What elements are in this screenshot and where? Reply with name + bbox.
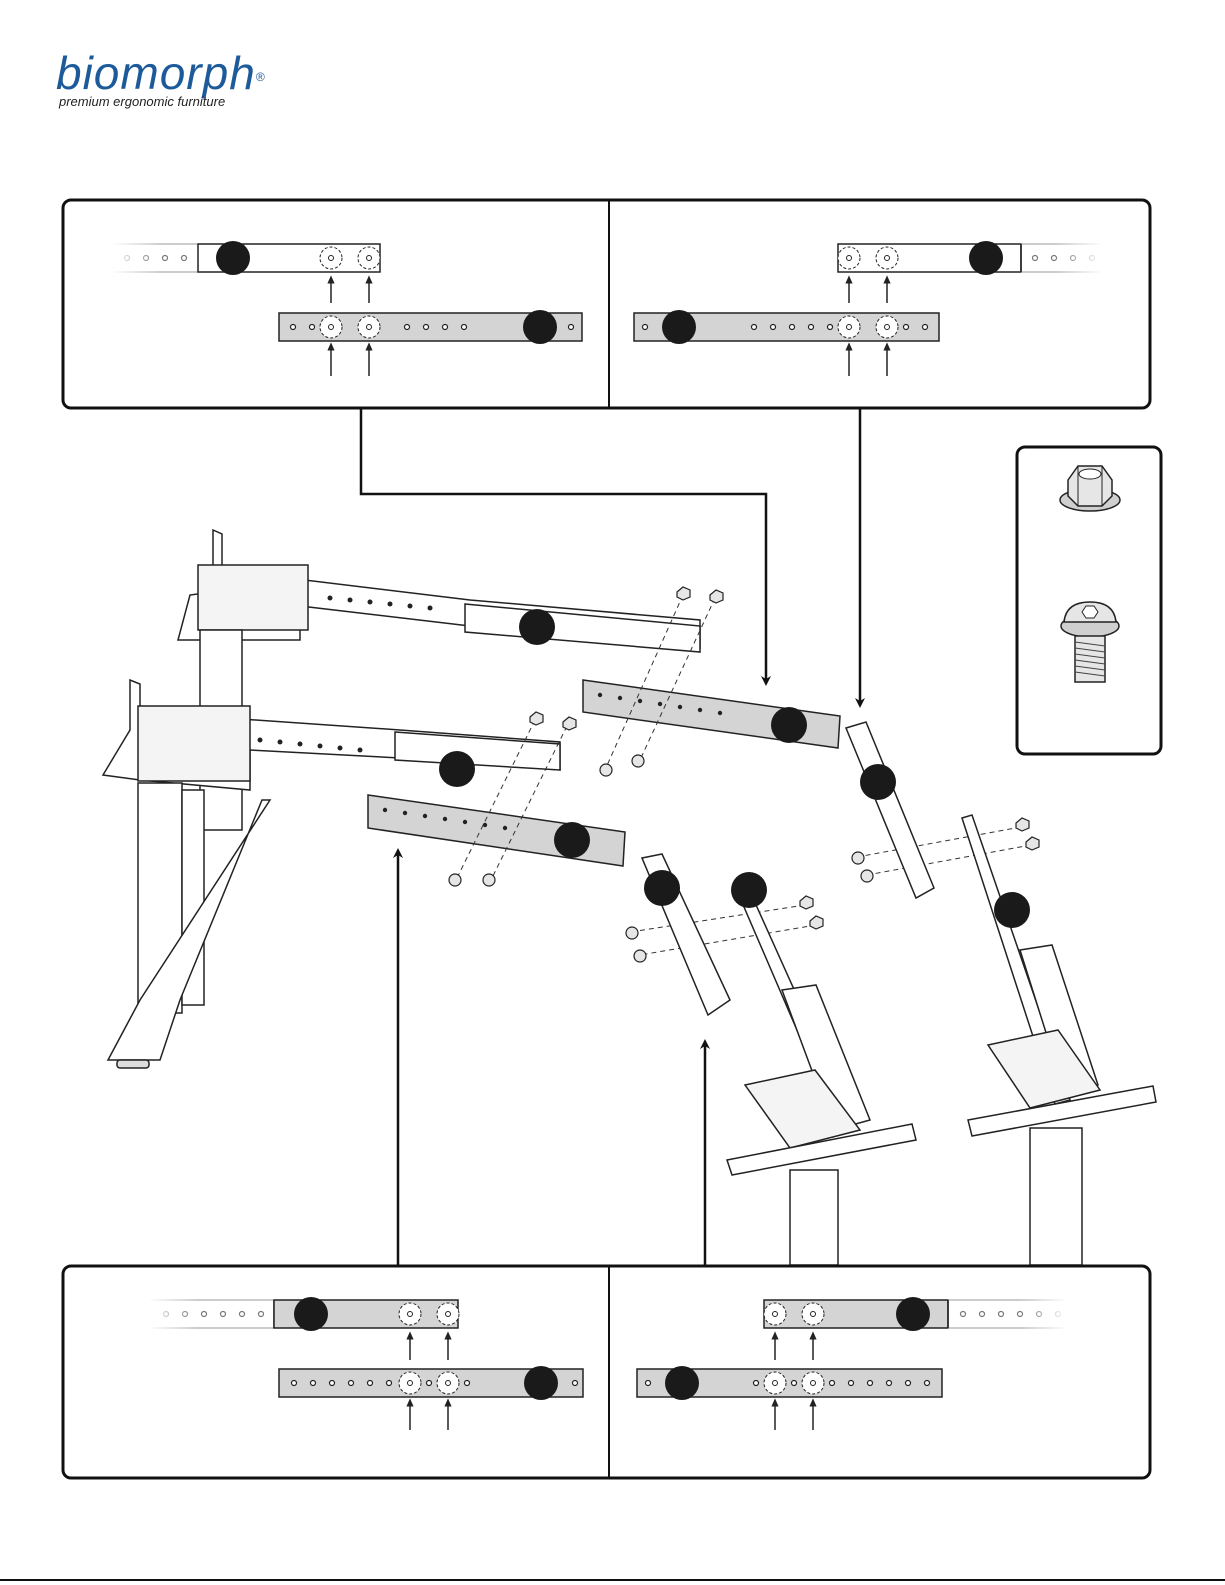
step-marker <box>896 1297 930 1331</box>
hardware-legend <box>1017 447 1161 754</box>
step-marker <box>969 241 1003 275</box>
step-marker <box>519 609 555 645</box>
step-marker <box>644 870 680 906</box>
left-desk-frame <box>103 530 700 1068</box>
step-marker <box>524 1366 558 1400</box>
step-marker <box>523 310 557 344</box>
step-marker <box>731 872 767 908</box>
right-desk-frames <box>727 945 1156 1265</box>
step-marker <box>860 764 896 800</box>
step-marker <box>554 822 590 858</box>
detail-top-left <box>112 241 582 376</box>
step-marker <box>439 751 475 787</box>
detail-panels-top <box>63 200 1150 408</box>
step-marker <box>662 310 696 344</box>
step-marker <box>771 707 807 743</box>
detail-top-right <box>634 241 1103 376</box>
step-marker <box>216 241 250 275</box>
step-marker <box>294 1297 328 1331</box>
detail-panels-bottom <box>63 1266 1150 1478</box>
step-marker <box>665 1366 699 1400</box>
step-marker <box>994 892 1030 928</box>
